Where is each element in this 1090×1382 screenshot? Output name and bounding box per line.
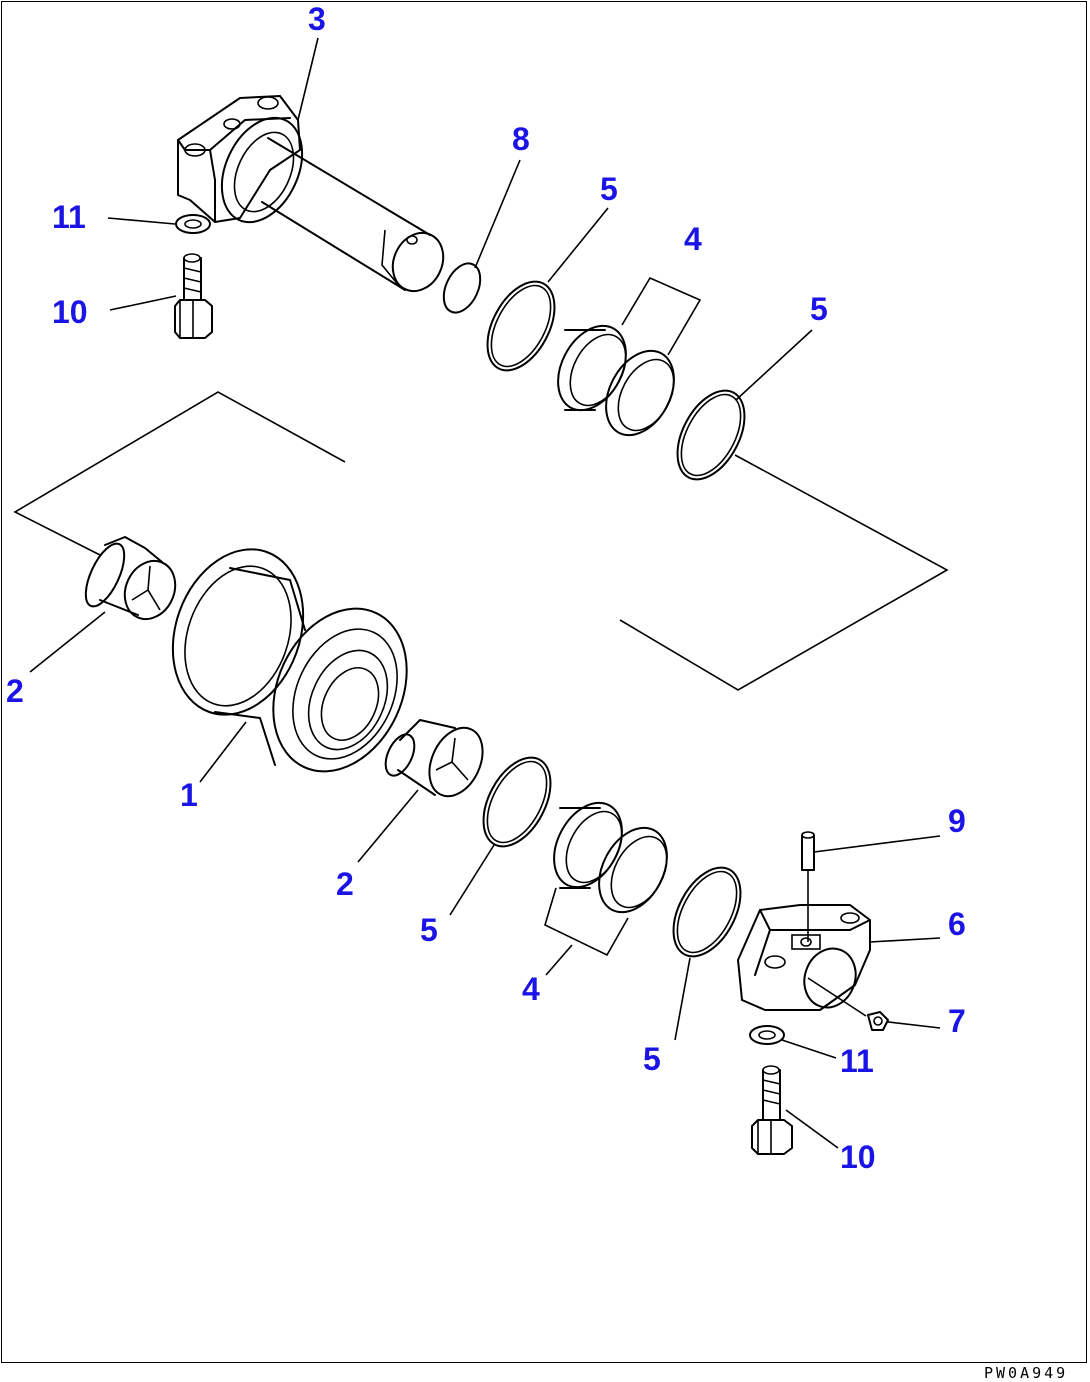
- callout-7: 7: [948, 1003, 966, 1039]
- drawing-code: PW0A949: [984, 1364, 1068, 1382]
- shaft-with-bracket: [177, 95, 445, 293]
- callout-10-upper: 10: [52, 294, 88, 330]
- floating-seal-lower: [553, 801, 668, 914]
- o-ring-5-upper-a: [486, 280, 556, 372]
- plug-pin: [801, 831, 815, 942]
- callout-6: 6: [948, 906, 966, 942]
- callout-11-upper: 11: [52, 199, 86, 235]
- callout-3: 3: [308, 1, 326, 37]
- bushing-right: [384, 719, 484, 798]
- callout-2-left: 2: [6, 673, 24, 709]
- callout-1: 1: [180, 777, 198, 813]
- leader-lines: [29, 37, 941, 1149]
- callout-5-upper-a: 5: [600, 171, 618, 207]
- bracket-right: [737, 904, 871, 1011]
- callout-4-upper: 4: [684, 221, 702, 257]
- o-ring-5-lower-a: [482, 756, 552, 848]
- floating-seal-upper: [557, 324, 675, 437]
- callout-4-lower: 4: [522, 971, 540, 1007]
- callout-10-lower: 10: [840, 1139, 876, 1175]
- bushing-left: [84, 536, 177, 621]
- grease-nipple: [867, 1011, 889, 1031]
- o-ring-8: [442, 262, 482, 314]
- callout-9: 9: [948, 803, 966, 839]
- o-ring-5-upper-b: [676, 389, 746, 481]
- o-ring-5-lower-b: [672, 866, 742, 958]
- bolt-upper: [174, 253, 213, 339]
- callout-5-upper-b: 5: [810, 291, 828, 327]
- callout-11-lower: 11: [840, 1043, 874, 1079]
- callout-5-lower-a: 5: [420, 912, 438, 948]
- assembly-axis-lines: [13, 391, 949, 691]
- track-roller: [171, 548, 408, 773]
- callout-labels: 3 8 5 4 5 11 10 2 1 2 5 4 5 9 6 7 11 10: [6, 1, 966, 1175]
- bolt-lower: [751, 1065, 793, 1155]
- callout-2-right: 2: [336, 866, 354, 902]
- washer-lower: [749, 1025, 785, 1045]
- washer-upper: [175, 214, 211, 234]
- callout-8: 8: [512, 121, 530, 157]
- callout-5-lower-b: 5: [643, 1041, 661, 1077]
